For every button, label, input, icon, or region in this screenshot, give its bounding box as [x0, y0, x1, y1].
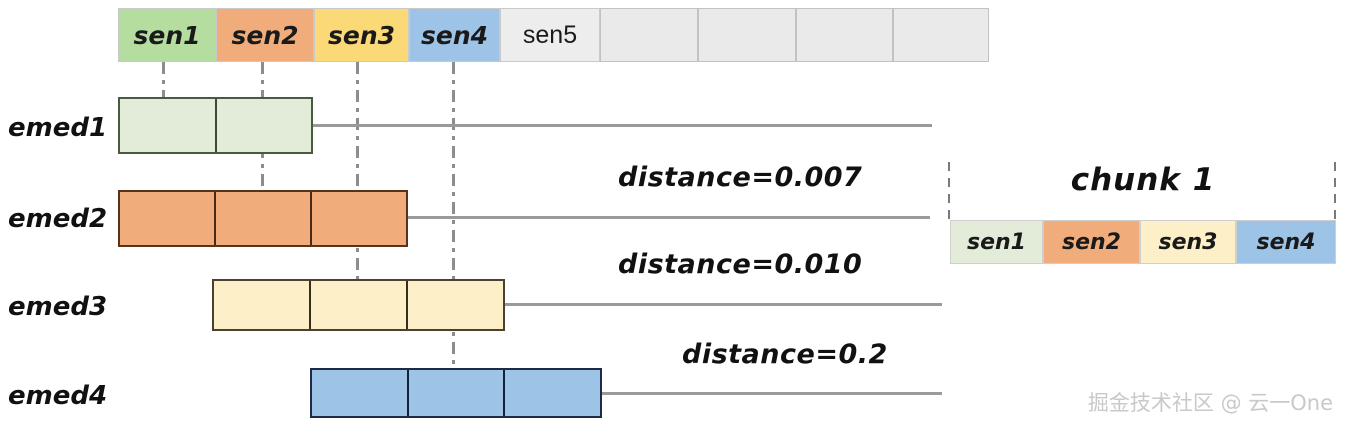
connector-line-emed3: [505, 303, 942, 306]
chunk-bracket-left: [948, 162, 950, 220]
embedding-segment: [311, 281, 408, 329]
sentence-cell-label: sen3: [327, 20, 396, 50]
chunk-cell-row: sen1 sen2 sen3 sen4: [950, 220, 1336, 264]
embedding-segment: [505, 370, 600, 416]
embedding-segment: [312, 192, 406, 245]
connector-line-emed2: [408, 216, 930, 219]
sentence-cell-empty-3: [796, 8, 893, 62]
sentence-cell-empty-2: [698, 8, 796, 62]
chunk-cell-sen1: sen1: [950, 220, 1043, 264]
embedding-segment: [120, 99, 217, 152]
sentence-cell-sen3: sen3: [314, 8, 409, 62]
guide-line-boundary-1: [162, 62, 165, 124]
chunk-bracket-right: [1334, 162, 1336, 220]
embedding-label-emed3: emed3: [8, 292, 108, 322]
sentence-cell-empty-1: [600, 8, 698, 62]
embedding-label-emed1: emed1: [8, 113, 108, 143]
embedding-block-emed1: [118, 97, 313, 154]
embedding-segment: [216, 192, 312, 245]
embedding-segment: [312, 370, 409, 416]
embedding-label-emed4: emed4: [8, 381, 108, 411]
connector-line-emed4: [602, 392, 942, 395]
embedding-block-emed3: [212, 279, 505, 331]
chunk-title: chunk 1: [1070, 162, 1216, 198]
watermark: 掘金技术社区 @ 云一One: [1087, 391, 1333, 415]
connector-line-emed1: [313, 124, 932, 127]
embedding-block-emed4: [310, 368, 602, 418]
chunk-cell-label: sen4: [1256, 229, 1316, 255]
sentence-cell-sen1: sen1: [118, 8, 216, 62]
sentence-cell-label: sen1: [133, 20, 201, 50]
chunk-cell-label: sen3: [1158, 229, 1218, 255]
embedding-segment: [214, 281, 311, 329]
sentence-cell-sen5: sen5: [500, 8, 600, 62]
distance-label-3: distance=0.2: [682, 339, 888, 370]
embedding-segment: [120, 192, 216, 245]
chunk-cell-sen2: sen2: [1043, 220, 1140, 264]
chunk-cell-label: sen1: [967, 229, 1026, 255]
embedding-segment: [408, 281, 503, 329]
chunk-panel: chunk 1 sen1 sen2 sen3 sen4: [948, 162, 1338, 264]
chunk-cell-label: sen2: [1062, 229, 1121, 255]
chunk-cell-sen4: sen4: [1236, 220, 1336, 264]
chunk-cell-sen3: sen3: [1140, 220, 1236, 264]
embedding-block-emed2: [118, 190, 408, 247]
embedding-label-emed2: emed2: [8, 204, 108, 234]
sentence-cell-empty-4: [893, 8, 989, 62]
embedding-segment: [409, 370, 506, 416]
sentence-cell-sen2: sen2: [216, 8, 314, 62]
sentence-cell-label: sen4: [420, 20, 489, 50]
embedding-segment: [217, 99, 312, 152]
distance-label-2: distance=0.010: [618, 249, 863, 280]
guide-line-boundary-4: [452, 62, 455, 410]
sentence-cell-label: sen5: [522, 20, 578, 49]
sentence-cell-sen4: sen4: [409, 8, 500, 62]
distance-label-1: distance=0.007: [618, 162, 863, 193]
sentence-cell-label: sen2: [231, 20, 299, 50]
